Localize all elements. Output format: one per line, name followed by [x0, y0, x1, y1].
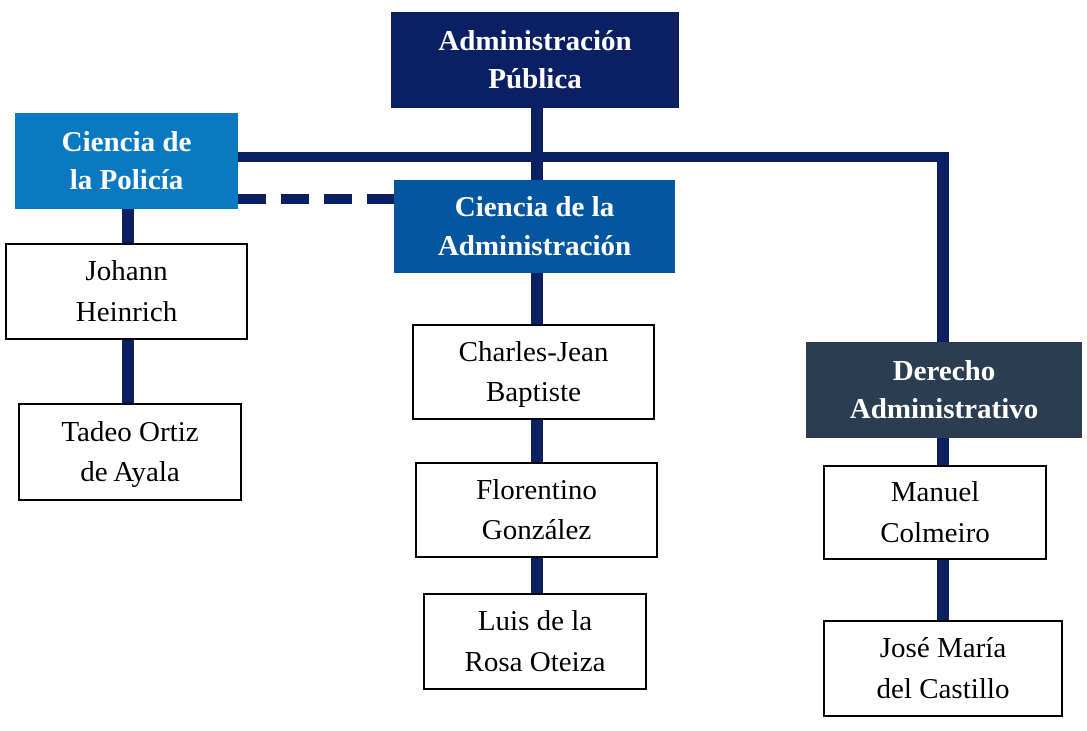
node-ciencia-de-la-policia: Ciencia de la Policía — [15, 113, 238, 209]
node-florentino-gonzalez: Florentino González — [415, 462, 658, 558]
node-johann-heinrich: Johann Heinrich — [5, 243, 248, 340]
connector-dashed-ciencia-policia-to-ciencia-administracion — [238, 194, 394, 204]
node-manuel-colmeiro: Manuel Colmeiro — [823, 465, 1047, 560]
node-administracion-publica: Administración Pública — [391, 12, 679, 108]
node-ciencia-de-la-administracion: Ciencia de la Administración — [394, 180, 675, 273]
node-charles-jean-baptiste: Charles-Jean Baptiste — [412, 324, 655, 420]
node-tadeo-ortiz-de-ayala: Tadeo Ortiz de Ayala — [18, 403, 242, 501]
node-jose-maria-del-castillo: José María del Castillo — [823, 620, 1063, 717]
node-derecho-administrativo: Derecho Administrativo — [806, 342, 1082, 438]
node-luis-de-la-rosa-oteiza: Luis de la Rosa Oteiza — [423, 593, 647, 690]
connector-ciencia-policia-to-derecho-horizontal — [238, 152, 949, 162]
